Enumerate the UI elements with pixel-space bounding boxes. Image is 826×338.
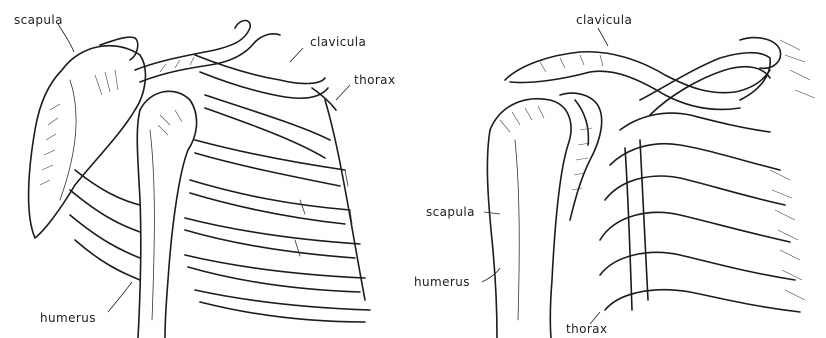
right-shoulder-view bbox=[482, 28, 815, 338]
label-clavicula-left: clavicula bbox=[310, 35, 366, 49]
left-shoulder-view bbox=[29, 21, 370, 338]
left-humerus bbox=[137, 91, 196, 338]
label-scapula-right: scapula bbox=[426, 205, 475, 219]
label-humerus-left: humerus bbox=[40, 311, 96, 325]
left-ribcage bbox=[70, 88, 370, 322]
left-clavicula bbox=[135, 21, 328, 99]
label-scapula-left: scapula bbox=[14, 13, 63, 27]
label-humerus-right: humerus bbox=[414, 275, 470, 289]
label-thorax-left: thorax bbox=[354, 73, 395, 87]
label-clavicula-right: clavicula bbox=[576, 13, 632, 27]
label-thorax-right: thorax bbox=[566, 322, 607, 336]
right-ribcage bbox=[600, 40, 815, 312]
left-scapula bbox=[29, 37, 146, 238]
right-humerus bbox=[487, 99, 571, 338]
